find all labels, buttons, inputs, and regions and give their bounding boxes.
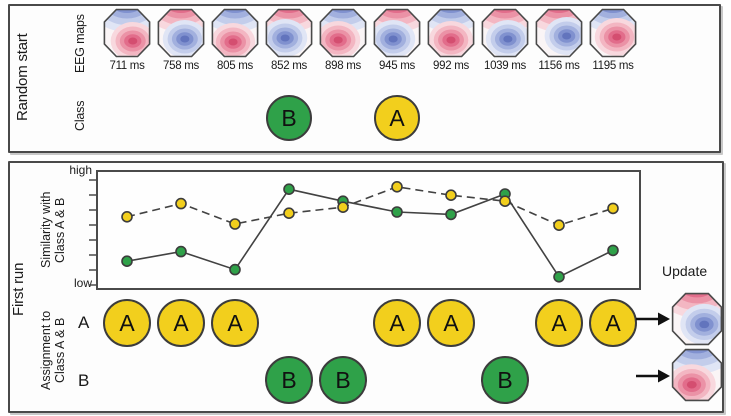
data-point-yellow [121,210,133,223]
map-time-label: 1195 ms [592,60,634,72]
assignment-circle-b: B [319,356,367,404]
data-point-yellow [229,218,241,230]
arrow-right-icon [636,368,670,389]
assignment-circle-a: A [589,299,637,347]
data-point-yellow [391,180,403,193]
update-map-a [671,292,723,351]
similarity-chart [121,180,619,283]
update-map-b [671,348,723,407]
eeg-map [103,8,151,58]
eeg-maps-row-label: EEG maps [73,14,87,74]
update-label: Update [662,263,708,279]
assignment-circle-b: B [481,356,529,404]
eeg-map-cell: 1039 ms [478,8,532,72]
eeg-map-cell: 992 ms [424,8,478,72]
eeg-map-cell: 758 ms [154,8,208,72]
y-axis-ticks [89,179,96,286]
y-axis-low-label: low [73,276,92,290]
class-row-label: Class [73,100,87,132]
assignment-circle-a: A [373,299,421,347]
assignment-circle-a: A [211,299,259,347]
data-point-green [445,208,457,221]
series-line-green [126,188,614,278]
map-time-label: 711 ms [109,60,145,72]
map-time-label: 852 ms [271,60,307,72]
eeg-map-cell: 805 ms [208,8,262,72]
y-axis-high-label: high [69,163,92,177]
assignment-circle-a: A [535,299,583,347]
eeg-map [373,8,421,58]
class-circle-b: B [266,95,312,141]
data-point-green [175,245,187,258]
map-time-label: 945 ms [379,60,415,72]
eeg-map [157,8,205,58]
data-point-green [121,255,133,267]
assignment-circle-a: A [103,299,151,347]
data-point-yellow [337,201,349,214]
eeg-map-cell: 711 ms [100,8,154,72]
similarity-axis-label: Similarity with Class A & B [39,170,67,290]
data-point-yellow [175,197,187,210]
map-time-label: 1039 ms [483,60,526,72]
eeg-map [481,8,529,58]
eeg-map-cell: 1156 ms [532,8,586,72]
arrow-right-icon [636,311,670,332]
map-time-label: 992 ms [433,60,469,72]
series-line-yellow [126,185,614,227]
eeg-maps-row: 711 ms 758 ms 805 ms 852 ms 898 ms 945 ms 992 … [100,8,640,72]
update-map-b-svg [671,348,723,402]
map-time-label: 758 ms [163,60,199,72]
data-point-yellow [607,202,619,215]
assignment-axis-label-line2: Class A & B [53,317,67,383]
map-time-label: 1156 ms [538,60,580,72]
eeg-map-cell: 945 ms [370,8,424,72]
eeg-map [427,8,475,58]
data-point-green [553,271,565,283]
eeg-map [319,8,367,58]
eeg-map [535,8,583,58]
data-point-green [607,244,619,257]
data-point-yellow [283,207,295,220]
data-point-yellow [445,189,457,202]
eeg-map-cell: 898 ms [316,8,370,72]
similarity-axis-label-line1: Similarity with [39,191,53,269]
assignment-row-a-label: A [78,313,90,332]
data-point-yellow [499,195,511,208]
data-point-yellow [553,219,565,232]
eeg-map-cell: 1195 ms [586,8,640,72]
assignment-circle-b: B [265,356,313,404]
assignment-row-b-label: B [78,371,90,390]
data-point-green [283,183,295,196]
map-time-label: 898 ms [325,60,361,72]
eeg-map [211,8,259,58]
update-map-a-svg [671,292,723,346]
random-start-label: Random start [14,33,31,121]
class-circle-a: A [374,95,420,141]
assignment-circle-a: A [427,299,475,347]
assignment-axis-label: Assignment to Class A & B [39,296,67,404]
similarity-chart-frame [96,170,641,290]
eeg-map-cell: 852 ms [262,8,316,72]
assignment-circle-a: A [157,299,205,347]
data-point-green [391,206,403,218]
eeg-map [265,8,313,58]
eeg-map [589,8,637,58]
assignment-axis-label-line1: Assignment to [39,310,53,390]
first-run-label: First run [10,262,27,316]
data-point-green [229,263,241,276]
map-time-label: 805 ms [217,60,253,72]
similarity-axis-label-line2: Class A & B [53,197,67,263]
